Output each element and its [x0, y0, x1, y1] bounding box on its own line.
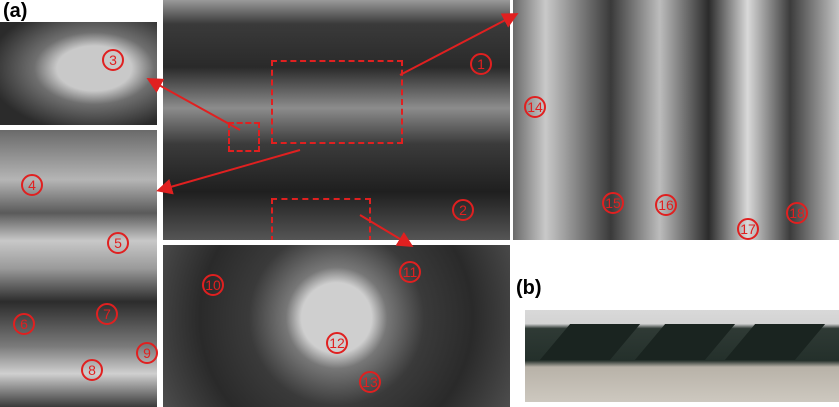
marker-6: 6 [13, 313, 35, 335]
photo-sample-stage [163, 245, 510, 407]
marker-5: 5 [107, 232, 129, 254]
highlight-box-upper [271, 60, 403, 144]
marker-10: 10 [202, 274, 224, 296]
marker-4: 4 [21, 174, 43, 196]
marker-17: 17 [737, 218, 759, 240]
marker-1: 1 [470, 53, 492, 75]
panel-label-b: (b) [516, 277, 542, 299]
marker-18: 18 [786, 202, 808, 224]
marker-11: 11 [399, 261, 421, 283]
marker-9: 9 [136, 342, 158, 364]
marker-14: 14 [524, 96, 546, 118]
marker-8: 8 [81, 359, 103, 381]
marker-12: 12 [326, 332, 348, 354]
photo-sample-cross-section [525, 310, 839, 402]
marker-3: 3 [102, 49, 124, 71]
marker-2: 2 [452, 199, 474, 221]
highlight-box-left [228, 122, 260, 152]
arrow-to-a1 [146, 78, 241, 131]
marker-16: 16 [655, 194, 677, 216]
panel-label-a: (a) [3, 0, 28, 22]
arrow-to-a2 [156, 149, 301, 195]
marker-15: 15 [602, 192, 624, 214]
photo-top-left-detail [0, 22, 157, 125]
highlight-box-lower [271, 198, 371, 240]
arrow-to-right [399, 13, 519, 76]
marker-13: 13 [359, 371, 381, 393]
marker-7: 7 [96, 303, 118, 325]
arrow-to-stage [359, 214, 414, 248]
